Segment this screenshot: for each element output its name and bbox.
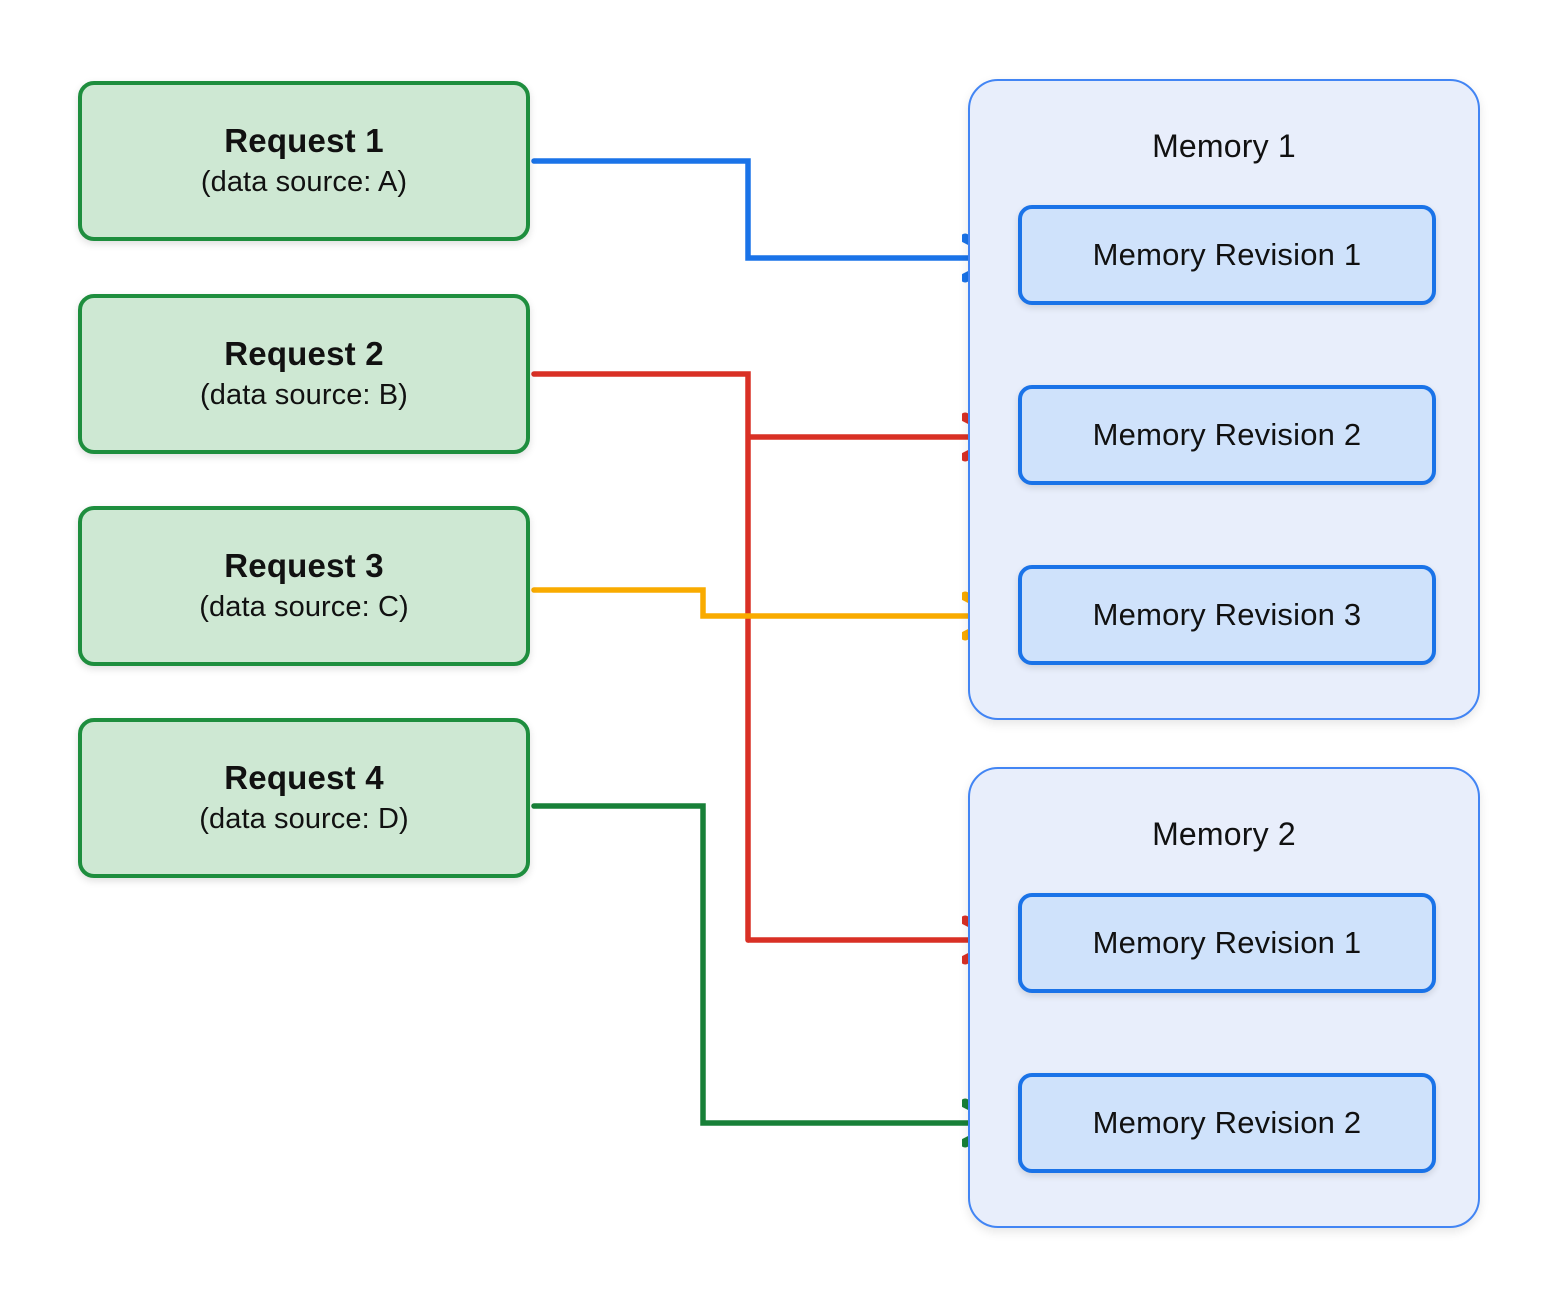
memory-1-title: Memory 1 (1152, 128, 1296, 164)
memory-2-title: Memory 2 (1152, 816, 1296, 852)
connector-request-1-to-memory-1-revision-1 (531, 158, 997, 258)
memory-1-revision-2[interactable]: Memory Revision 2 (1018, 385, 1436, 485)
request-box-1[interactable]: Request 1 (data source: A) (78, 81, 530, 241)
memory-container-1[interactable]: Memory 1 Memory Revision 1 Memory Revisi… (968, 79, 1480, 720)
request-2-title: Request 2 (224, 334, 384, 372)
memory-1-revision-3[interactable]: Memory Revision 3 (1018, 565, 1436, 665)
connector-request-2-trunk (531, 371, 751, 943)
connector-request-4-to-memory-2-revision-2 (531, 803, 997, 1123)
request-4-subtitle: (data source: D) (199, 802, 409, 835)
request-3-subtitle: (data source: C) (199, 590, 409, 623)
request-1-title: Request 1 (224, 121, 384, 159)
request-box-2[interactable]: Request 2 (data source: B) (78, 294, 530, 454)
request-3-title: Request 3 (224, 546, 384, 584)
request-box-4[interactable]: Request 4 (data source: D) (78, 718, 530, 878)
connector-request-3-to-memory-1-revision-3 (531, 587, 997, 616)
memory-1-revision-1[interactable]: Memory Revision 1 (1018, 205, 1436, 305)
request-4-title: Request 4 (224, 758, 384, 796)
memory-2-revision-2[interactable]: Memory Revision 2 (1018, 1073, 1436, 1173)
request-2-subtitle: (data source: B) (200, 378, 408, 411)
memory-2-revision-1[interactable]: Memory Revision 1 (1018, 893, 1436, 993)
memory-container-2[interactable]: Memory 2 Memory Revision 1 Memory Revisi… (968, 767, 1480, 1228)
request-1-subtitle: (data source: A) (200, 165, 408, 198)
request-box-3[interactable]: Request 3 (data source: C) (78, 506, 530, 666)
